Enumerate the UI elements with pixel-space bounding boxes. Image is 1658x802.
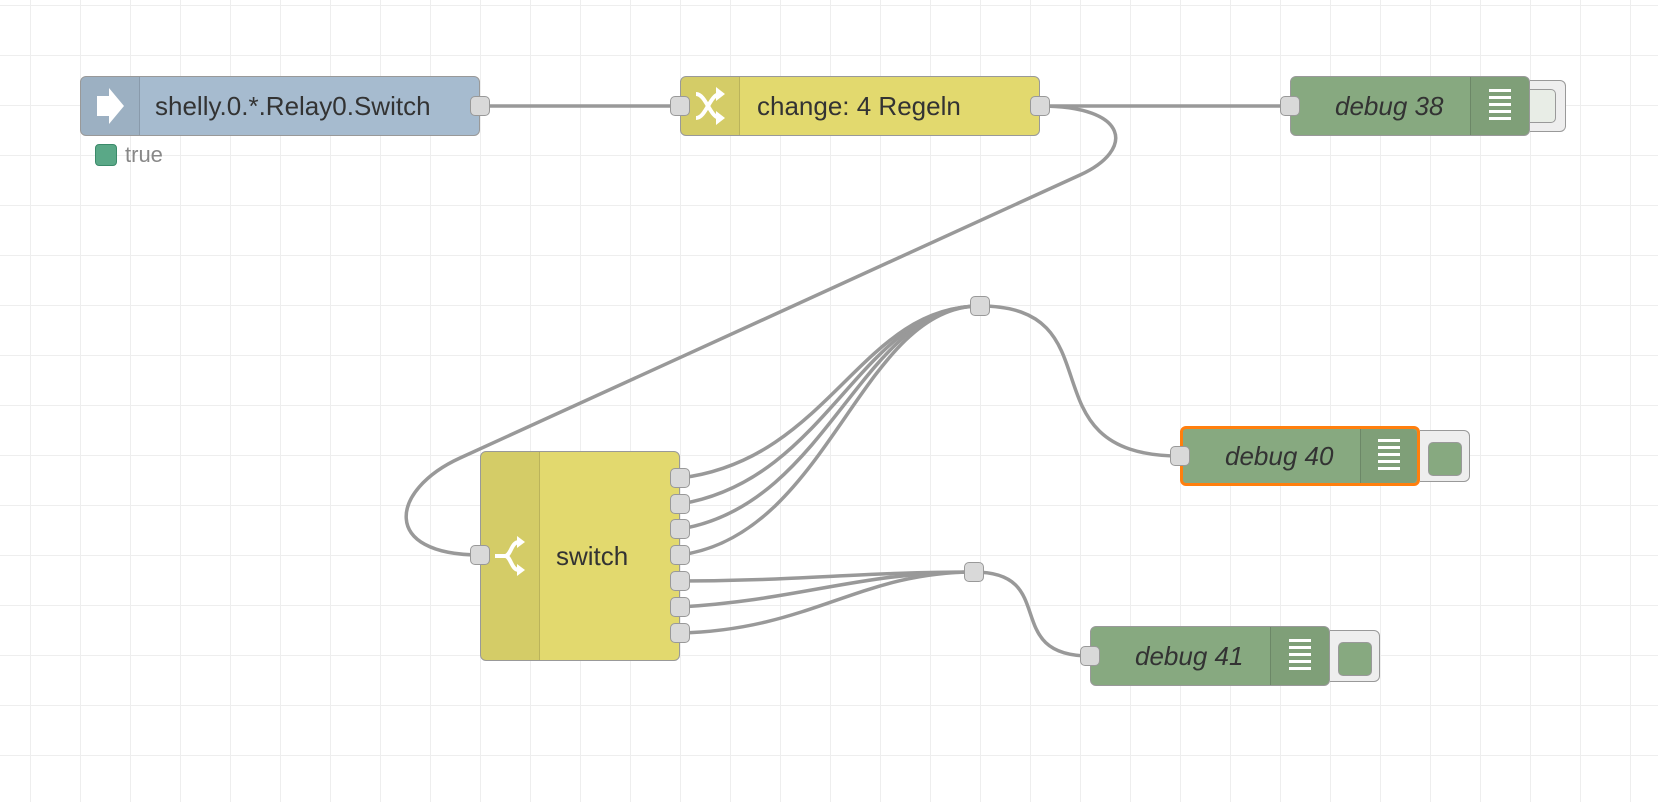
wire-junction[interactable] [964, 562, 984, 582]
change-label: change: 4 Regeln [757, 90, 961, 121]
switch-output-port-6[interactable] [670, 597, 690, 617]
debug40-input-port[interactable] [1170, 446, 1190, 466]
switch-label: switch [556, 540, 629, 571]
wire-junction1-debug40[interactable] [979, 304, 1181, 458]
wire-switch-out4[interactable] [679, 304, 981, 557]
wire-change-switch[interactable] [404, 104, 1118, 557]
change-icon-area [681, 77, 740, 135]
debug41-label: debug 41 [1135, 640, 1244, 671]
inject-output-port[interactable] [470, 96, 490, 116]
change-node[interactable]: change: 4 Regeln [680, 76, 1040, 136]
switch-output-port-2[interactable] [670, 494, 690, 514]
debug-list-icon [1489, 89, 1511, 120]
debug-list-icon [1378, 439, 1400, 470]
debug41-toggle-indicator [1338, 642, 1372, 676]
debug41-input-port[interactable] [1080, 646, 1100, 666]
wire-switch-out1[interactable] [679, 304, 981, 480]
debug38-toggle-button[interactable] [1530, 80, 1566, 132]
switch-node[interactable]: switch [480, 451, 680, 661]
debug38-input-port[interactable] [1280, 96, 1300, 116]
shuffle-icon [695, 87, 725, 125]
wire-switch-out3[interactable] [679, 304, 981, 531]
switch-icon-area [481, 452, 540, 660]
change-output-port[interactable] [1030, 96, 1050, 116]
debug38-node[interactable]: debug 38 [1290, 76, 1530, 136]
debug38-icon-area [1470, 77, 1529, 135]
inject-icon-area [81, 77, 140, 135]
switch-output-port-4[interactable] [670, 545, 690, 565]
wire-junction2-debug41[interactable] [973, 570, 1091, 658]
debug41-node[interactable]: debug 41 [1090, 626, 1330, 686]
debug-list-icon [1289, 639, 1311, 670]
inject-status: true [95, 142, 163, 168]
switch-output-port-1[interactable] [670, 468, 690, 488]
switch-output-port-7[interactable] [670, 623, 690, 643]
wire-switch-out7[interactable] [679, 570, 975, 635]
switch-output-port-5[interactable] [670, 571, 690, 591]
arrow-in-icon [97, 88, 124, 124]
change-input-port[interactable] [670, 96, 690, 116]
debug38-toggle-indicator [1530, 89, 1556, 123]
debug41-toggle-button[interactable] [1330, 630, 1380, 682]
status-text: true [125, 142, 163, 167]
debug40-label: debug 40 [1225, 440, 1334, 471]
debug41-icon-area [1270, 627, 1329, 685]
debug40-toggle-indicator [1428, 442, 1462, 476]
wire-junction[interactable] [970, 296, 990, 316]
debug40-icon-area [1360, 429, 1417, 483]
debug40-node[interactable]: debug 40 [1180, 426, 1420, 486]
switch-icon [495, 536, 525, 576]
debug40-toggle-button[interactable] [1420, 430, 1470, 482]
switch-output-port-3[interactable] [670, 519, 690, 539]
status-dot [95, 144, 117, 166]
inject-node[interactable]: shelly.0.*.Relay0.Switch [80, 76, 480, 136]
debug38-label: debug 38 [1335, 90, 1444, 121]
inject-label: shelly.0.*.Relay0.Switch [155, 90, 431, 121]
switch-input-port[interactable] [470, 545, 490, 565]
